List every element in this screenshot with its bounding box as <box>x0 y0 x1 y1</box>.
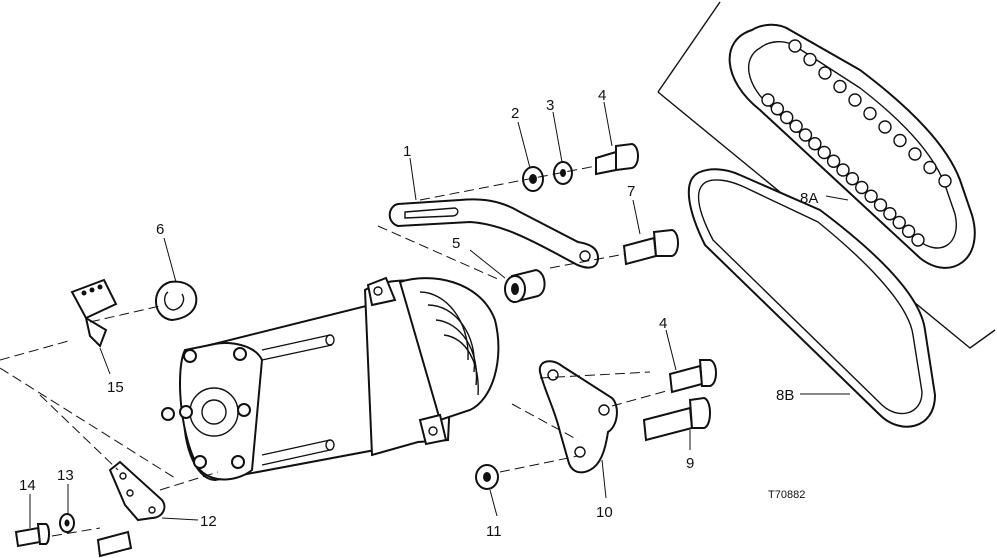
callout-12: 12 <box>200 513 217 530</box>
part-14-screw <box>14 523 50 548</box>
belt-tooth <box>803 52 817 67</box>
belt-tooth <box>788 39 802 53</box>
belt-tooth <box>893 133 907 148</box>
belt-tooth <box>826 154 841 168</box>
belt-tooth <box>901 224 916 238</box>
belt-tooth <box>848 93 862 107</box>
callout-8b: 8B <box>776 387 794 404</box>
belt-tooth <box>808 137 822 151</box>
callout-10: 10 <box>596 504 613 521</box>
part-12-plate <box>96 460 166 558</box>
belt-tooth <box>798 128 813 142</box>
callout-15: 15 <box>107 379 124 396</box>
belt-tooth <box>789 119 803 133</box>
part-6-clip-ring <box>155 280 198 322</box>
callout-3: 3 <box>546 97 554 114</box>
alignment-lines <box>0 165 671 537</box>
belt-tooth <box>908 147 922 161</box>
callout-4-upper: 4 <box>598 87 606 104</box>
callout-7: 7 <box>627 183 635 200</box>
part-1-upper-bracket <box>388 198 600 269</box>
callout-5: 5 <box>452 235 460 252</box>
belt-tooth <box>761 93 775 107</box>
belt-8a-inset-box <box>657 1 996 349</box>
belt-tooth <box>836 163 850 177</box>
belt-tooth <box>878 120 892 134</box>
part-5-spacer <box>504 268 546 304</box>
belt-tooth <box>911 233 925 247</box>
belt-tooth <box>845 172 860 186</box>
belt-tooth <box>883 207 897 221</box>
callout-4-lower: 4 <box>659 315 667 332</box>
callout-14: 14 <box>19 477 36 494</box>
part-11-nut <box>475 464 499 490</box>
part-13-washer <box>59 513 75 533</box>
callout-6: 6 <box>156 221 164 238</box>
part-9-cap-screw <box>642 396 711 442</box>
belt-tooth <box>923 160 937 175</box>
belt-tooth <box>780 110 794 125</box>
callout-13: 13 <box>57 467 74 484</box>
callout-9: 9 <box>686 455 694 472</box>
belt-tooth <box>938 174 952 188</box>
part-8b-v-belt <box>687 168 937 428</box>
callout-1: 1 <box>403 143 411 160</box>
belt-tooth <box>817 145 831 160</box>
part-15-connector <box>70 278 118 348</box>
belt-tooth <box>818 66 832 80</box>
belt-tooth <box>833 79 847 94</box>
callout-8a: 8A <box>800 190 818 207</box>
belt-tooth <box>855 180 869 195</box>
callout-leaders <box>29 101 850 528</box>
belt-tooth <box>892 215 906 230</box>
belt-tooth <box>873 198 888 212</box>
belt-tooth <box>863 106 877 121</box>
part-4-lower-cap-screw <box>668 359 717 394</box>
part-2-washer <box>522 166 544 192</box>
belt-tooth <box>864 189 878 203</box>
callout-2: 2 <box>511 105 519 122</box>
figure-code: T70882 <box>768 489 805 501</box>
part-7-cap-screw <box>622 228 679 266</box>
callout-11: 11 <box>486 523 502 540</box>
part-8a-toothed-belt <box>728 23 976 269</box>
callout-labels: 1 2 3 4 7 5 6 15 8A 8B 4 9 10 11 12 13 1… <box>19 87 818 540</box>
part-3-lock-washer <box>553 161 573 185</box>
part-10-lower-bracket <box>538 360 618 474</box>
part-4-upper-cap-screw <box>595 142 639 176</box>
compressor-assembly <box>161 276 500 482</box>
belt-tooth <box>770 102 785 116</box>
